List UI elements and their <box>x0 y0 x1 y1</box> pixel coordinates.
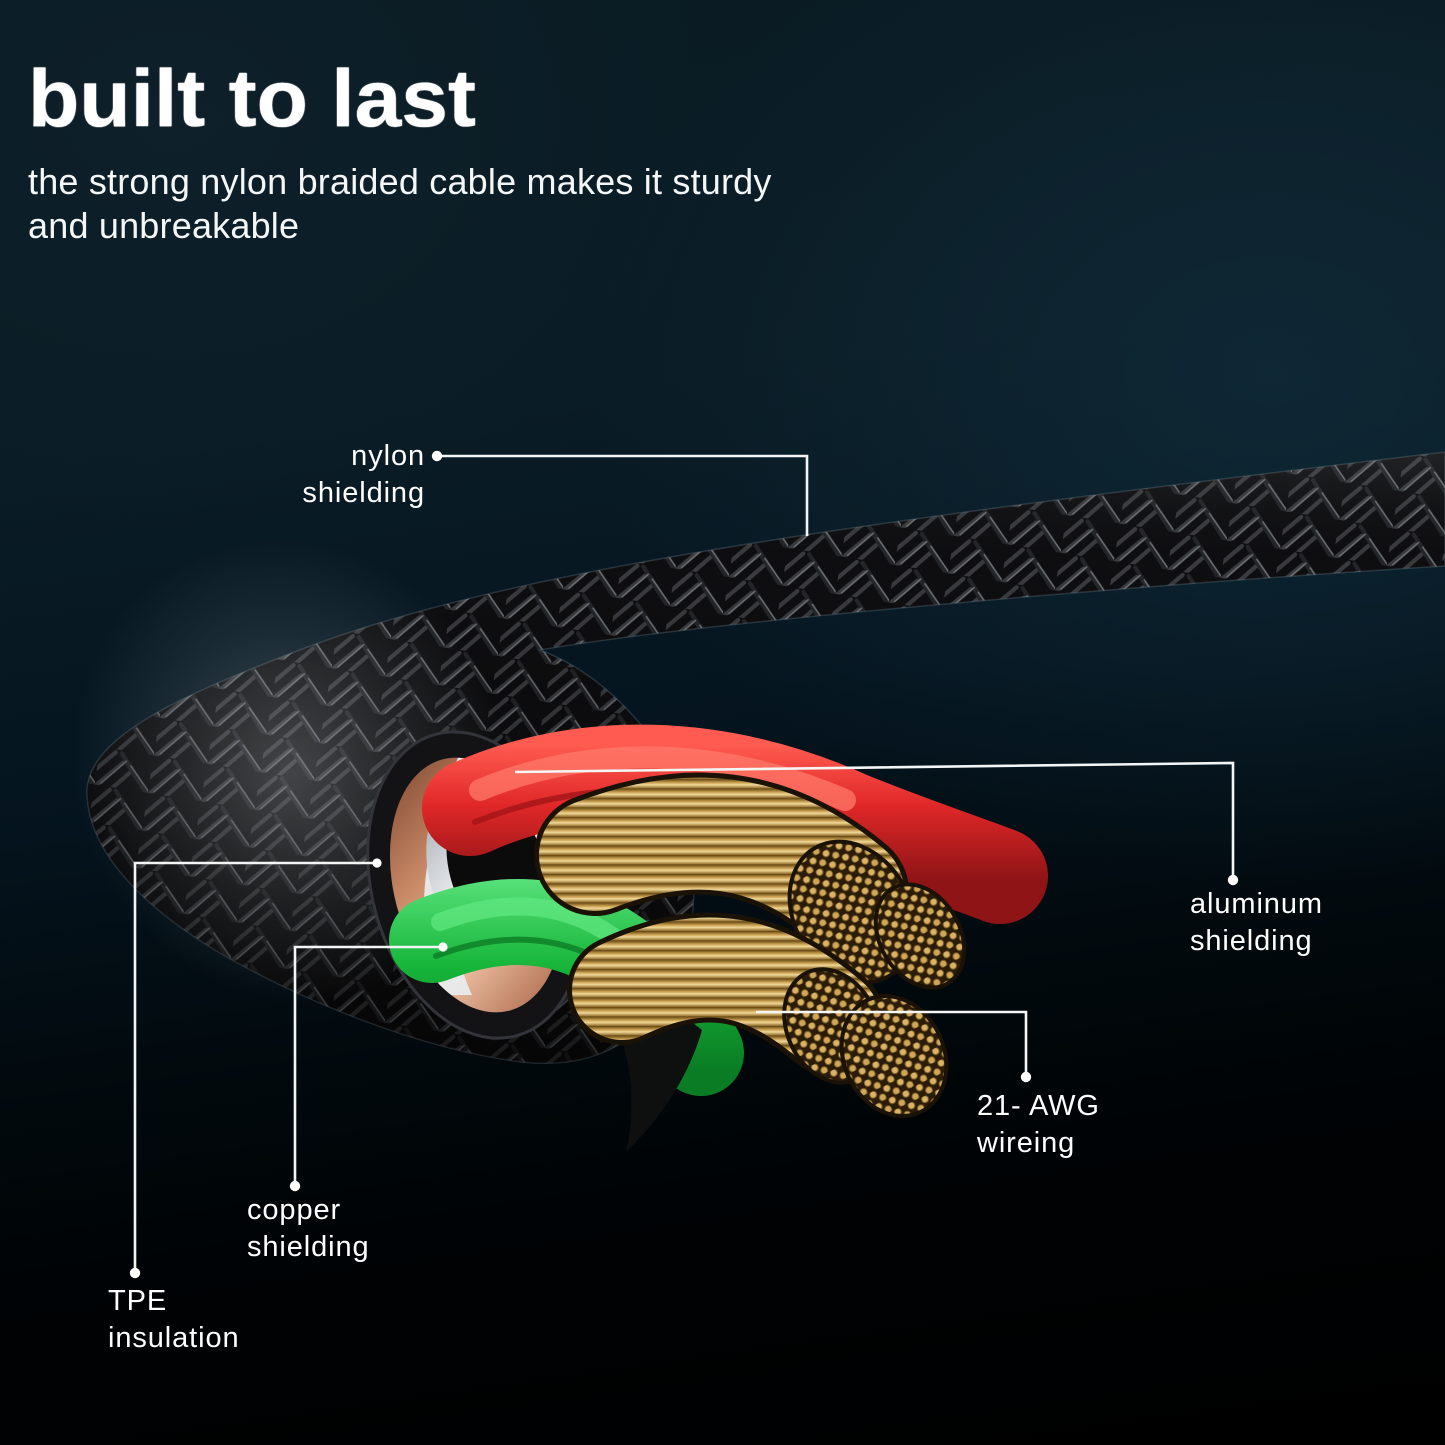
tpe-callout-line <box>129 858 382 1279</box>
inner-wires <box>389 724 1048 1152</box>
page-title: built to last <box>28 53 476 144</box>
awg-wiring-label: 21- AWG wireing <box>977 1090 1100 1159</box>
page-subtitle: the strong nylon braided cable makes it … <box>28 161 772 246</box>
copper-strand-bundle-lower <box>567 912 949 1119</box>
copper-callout-dot-end <box>438 942 448 952</box>
awg-callout-dot <box>1020 1071 1032 1083</box>
header: built to last the strong nylon braided c… <box>28 58 772 248</box>
copper-shielding-label: copper shielding <box>247 1194 370 1263</box>
nylon-callout-line <box>431 450 809 536</box>
tpe-callout-dot-end <box>372 858 382 868</box>
copper-callout-dot <box>289 1180 301 1192</box>
awg-callout-line <box>756 1010 1032 1083</box>
tpe-insulation-label: TPE insulation <box>108 1285 240 1354</box>
aluminum-shielding-label: aluminum shielding <box>1190 888 1323 957</box>
aluminum-callout-dot <box>1227 874 1239 886</box>
nylon-callout-dot <box>431 450 443 462</box>
nylon-shielding-label: nylon shielding <box>302 440 425 509</box>
copper-callout-line <box>289 942 448 1192</box>
tpe-callout-dot <box>129 1267 141 1279</box>
aluminum-callout-line <box>514 761 1239 886</box>
callout-lines <box>129 450 1239 1279</box>
